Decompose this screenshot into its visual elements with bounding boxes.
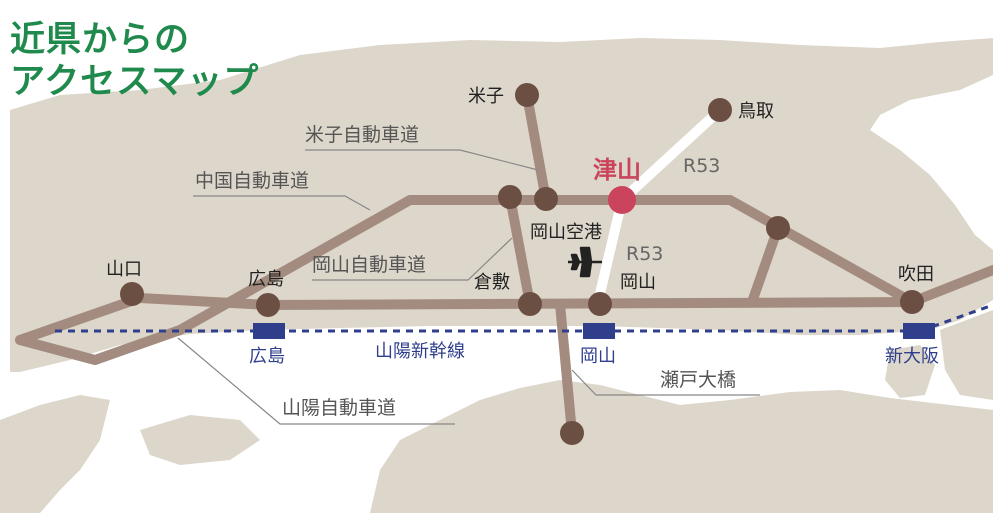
city-dot-yonago-junction [534, 187, 558, 211]
city-label-tottori: 鳥取 [738, 101, 774, 122]
land-shikoku [370, 380, 993, 513]
map-title-line2: アクセスマップ [10, 62, 260, 102]
city-dot-yonago [515, 83, 539, 107]
land-island-west [140, 415, 260, 465]
city-dot-hiroshima [256, 293, 280, 317]
city-label-okayama-airport: 岡山空港 [530, 222, 602, 243]
expressway-label-chugoku: 中国自動車道 [195, 170, 309, 192]
leader-chugoku-expressway [193, 195, 371, 211]
hyogo-connector-road [747, 223, 783, 307]
station-okayama-marker [583, 323, 615, 339]
airplane-icon [568, 246, 602, 278]
expressway-label-yonago: 米子自動車道 [305, 124, 419, 146]
city-dot-hyogo-junction [766, 216, 790, 240]
leader-lines [177, 149, 760, 425]
city-dot-yamaguchi [120, 282, 144, 306]
city-label-kurashiki: 倉敷 [474, 272, 510, 293]
city-dot-kurashiki [518, 292, 542, 316]
station-hiroshima-marker [253, 323, 285, 339]
expressway-label-seto-ohashi: 瀬戸大橋 [660, 369, 736, 391]
city-dot-okayama-junction [498, 185, 522, 209]
r53-south-road [593, 195, 627, 307]
expressway-label-okayama: 岡山自動車道 [312, 254, 426, 276]
station-label-shin-osaka: 新大阪 [885, 346, 939, 367]
okayama-expressway [505, 192, 535, 309]
seto-ohashi-road [555, 299, 577, 438]
city-dot-tottori [708, 98, 732, 122]
city-dot-seto-ohashi-end [560, 421, 584, 445]
route-label-r53-north: R53 [683, 155, 720, 177]
station-label-hiroshima: 広島 [249, 346, 285, 367]
r53-north-road [617, 105, 725, 205]
city-label-yonago: 米子 [468, 86, 504, 107]
route-label-r53-south: R53 [626, 243, 663, 265]
station-shin-osaka-marker [903, 323, 935, 339]
land-awaji [885, 345, 935, 398]
rail-line-label: 山陽新幹線 [375, 341, 465, 362]
city-label-suita: 吹田 [898, 264, 934, 285]
leader-yonago-expressway [305, 149, 539, 171]
leader-sanyo-expressway [177, 337, 455, 425]
land-kyushu [0, 395, 110, 513]
leader-okayama-expressway [312, 237, 513, 281]
city-dot-suita [900, 290, 924, 314]
leader-seto-ohashi [571, 369, 760, 396]
city-label-okayama: 岡山 [620, 272, 656, 293]
expressway-label-sanyo: 山陽自動車道 [282, 397, 396, 419]
city-label-yamaguchi: 山口 [106, 259, 142, 280]
land-kii [940, 310, 993, 400]
city-dots [120, 83, 924, 445]
station-label-okayama: 岡山 [580, 346, 616, 367]
destination-tsuyama-marker [608, 186, 636, 214]
city-label-hiroshima: 広島 [248, 269, 284, 290]
destination-tsuyama-label: 津山 [593, 156, 641, 184]
city-dot-okayama [588, 292, 612, 316]
map-title-line1: 近県からの [10, 20, 191, 60]
chugoku-expressway [15, 195, 917, 365]
yonago-expressway [522, 90, 551, 205]
